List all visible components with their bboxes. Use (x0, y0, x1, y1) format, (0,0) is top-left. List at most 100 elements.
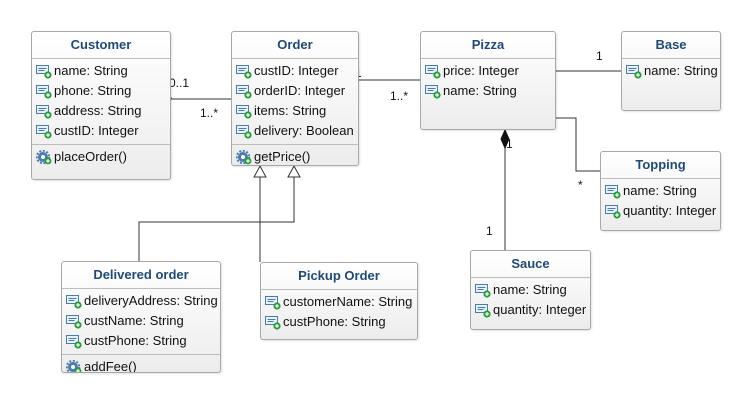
class-title: Sauce (471, 251, 590, 278)
class-pizza[interactable]: Pizza price: Integer name: String (420, 31, 556, 130)
attribute-text: orderID: Integer (254, 83, 346, 98)
attribute-icon (425, 84, 441, 99)
attribute-text: quantity: Integer (493, 302, 587, 317)
attribute-text: quantity: Integer (623, 203, 717, 218)
attribute-text: name: String (493, 282, 567, 297)
attribute-icon (236, 104, 252, 119)
attribute-text: custName: String (84, 313, 184, 328)
operation-gear-icon (65, 359, 82, 372)
operation-row[interactable]: addFee() (62, 357, 220, 373)
operation-text: addFee() (84, 359, 137, 373)
attribute-text: name: String (443, 83, 517, 98)
operations-section: getPrice() (232, 144, 358, 165)
attribute-icon (265, 315, 281, 330)
attribute-icon (236, 84, 252, 99)
attribute-text: custPhone: String (283, 314, 386, 329)
attribute-icon (66, 294, 82, 309)
attribute-icon (36, 84, 52, 99)
operation-gear-icon (235, 149, 252, 165)
attribute-icon (66, 314, 82, 329)
attribute-text: deliveryAddress: String (84, 293, 218, 308)
attribute-row[interactable]: name: String (471, 280, 590, 300)
attribute-icon (236, 64, 252, 79)
generalization-delivered-order (138, 177, 295, 261)
attributes-section: name: String phone: String address: String… (32, 59, 170, 144)
attributes-section: custID: Integer orderID: Integer items: St… (232, 59, 358, 144)
attribute-icon (626, 64, 642, 79)
attribute-icon (36, 104, 52, 119)
attribute-row[interactable]: price: Integer (421, 61, 555, 81)
attribute-text: custPhone: String (84, 333, 187, 348)
attribute-row[interactable]: custID: Integer (32, 121, 170, 141)
attribute-icon (475, 303, 491, 318)
class-title: Base (622, 32, 720, 59)
attributes-section: name: String quantity: Integer (471, 278, 590, 323)
attribute-row[interactable]: address: String (32, 101, 170, 121)
attribute-text: name: String (54, 63, 128, 78)
operation-gear-icon (35, 149, 52, 165)
composition-diamond-sauce (500, 128, 510, 150)
attribute-icon (36, 124, 52, 139)
attribute-row[interactable]: items: String (232, 101, 358, 121)
attribute-row[interactable]: name: String (601, 181, 720, 201)
attribute-row[interactable]: name: String (622, 61, 720, 81)
attribute-row[interactable]: customerName: String (261, 292, 417, 312)
attribute-text: name: String (644, 63, 718, 78)
attribute-row[interactable]: phone: String (32, 81, 170, 101)
class-title: Delivered order (62, 262, 220, 289)
mult-pizza-side-sauce: 1 (506, 137, 513, 151)
attributes-section: customerName: String custPhone: String (261, 290, 417, 335)
aggregation-pizza-topping (556, 117, 600, 172)
mult-order-side-customer: 1..* (200, 106, 219, 120)
attribute-icon (236, 124, 252, 139)
generalization-arrowhead-delivered (287, 164, 301, 178)
attribute-icon (425, 64, 441, 79)
attribute-row[interactable]: quantity: Integer (601, 201, 720, 221)
attribute-text: items: String (254, 103, 327, 118)
attribute-text: price: Integer (443, 63, 519, 78)
attributes-section: price: Integer name: String (421, 59, 555, 104)
attribute-row[interactable]: name: String (421, 81, 555, 101)
operation-row[interactable]: placeOrder() (32, 147, 170, 167)
class-title: Pizza (421, 32, 555, 59)
attribute-icon (36, 64, 52, 79)
attributes-section: name: String quantity: Integer (601, 179, 720, 224)
class-title: Pickup Order (261, 263, 417, 290)
attribute-icon (475, 283, 491, 298)
class-order[interactable]: Order custID: Integer orderID: Integer item… (231, 31, 359, 166)
class-base[interactable]: Base name: String (621, 31, 721, 111)
attribute-row[interactable]: deliveryAddress: String (62, 291, 220, 311)
assoc-customer-order (170, 97, 231, 100)
mult-base-side: 1 (596, 49, 603, 63)
class-delivered-order[interactable]: Delivered order deliveryAddress: String cu… (61, 261, 221, 373)
attribute-icon (66, 334, 82, 349)
operation-text: placeOrder() (54, 149, 127, 164)
attribute-text: phone: String (54, 83, 132, 98)
mult-pizza-side-order: 1..* (390, 89, 409, 103)
attribute-row[interactable]: orderID: Integer (232, 81, 358, 101)
operation-row[interactable]: getPrice() (232, 147, 358, 165)
operation-text: getPrice() (254, 149, 311, 164)
class-sauce[interactable]: Sauce name: String quantity: Integer (470, 250, 591, 330)
class-pickup-order[interactable]: Pickup Order customerName: String custPhon… (260, 262, 418, 340)
attribute-text: custID: Integer (54, 123, 139, 138)
attribute-row[interactable]: delivery: Boolean (232, 121, 358, 141)
class-title: Order (232, 32, 358, 59)
mult-customer-side: 0..1 (169, 76, 190, 90)
attribute-row[interactable]: custName: String (62, 311, 220, 331)
attribute-row[interactable]: custID: Integer (232, 61, 358, 81)
attribute-row[interactable]: quantity: Integer (471, 300, 590, 320)
attribute-row[interactable]: custPhone: String (62, 331, 220, 351)
attribute-row[interactable]: custPhone: String (261, 312, 417, 332)
attribute-icon (265, 295, 281, 310)
attribute-text: address: String (54, 103, 142, 118)
attribute-icon (605, 204, 621, 219)
mult-topping-side: * (578, 178, 583, 192)
attribute-row[interactable]: name: String (32, 61, 170, 81)
attribute-text: customerName: String (283, 294, 413, 309)
attribute-text: custID: Integer (254, 63, 339, 78)
operations-section: addFee() (62, 354, 220, 373)
generalization-arrowhead-pickup (253, 164, 267, 178)
